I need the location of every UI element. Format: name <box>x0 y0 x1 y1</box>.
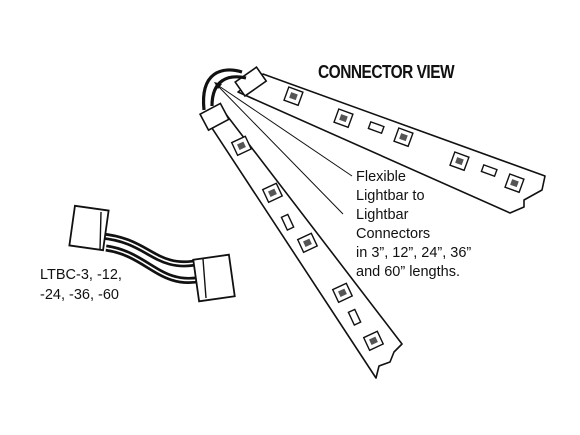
part-number-label: LTBC-3, -12, -24, -36, -60 <box>40 265 122 305</box>
callout-line: Lightbar to <box>356 188 425 204</box>
flexible-cable <box>201 68 247 111</box>
standalone-connector-cable <box>68 204 236 303</box>
part-number-line: -24, -36, -60 <box>40 287 119 303</box>
part-number-line: LTBC-3, -12, <box>40 267 122 283</box>
upper-lightbar <box>234 66 546 214</box>
callout-line: Connectors <box>356 226 431 242</box>
callout-line: and 60” lengths. <box>356 264 460 280</box>
lower-lightbar <box>198 102 403 379</box>
callout-line: in 3”, 12”, 24”, 36” <box>356 245 472 261</box>
callout-pointers <box>214 82 353 215</box>
diagram-title: CONNECTOR VIEW <box>318 62 455 82</box>
callout-line: Lightbar <box>356 207 409 223</box>
callout-line: Flexible <box>356 169 406 185</box>
connector-callout-text: Flexible Lightbar to Lightbar Connectors… <box>356 168 471 282</box>
